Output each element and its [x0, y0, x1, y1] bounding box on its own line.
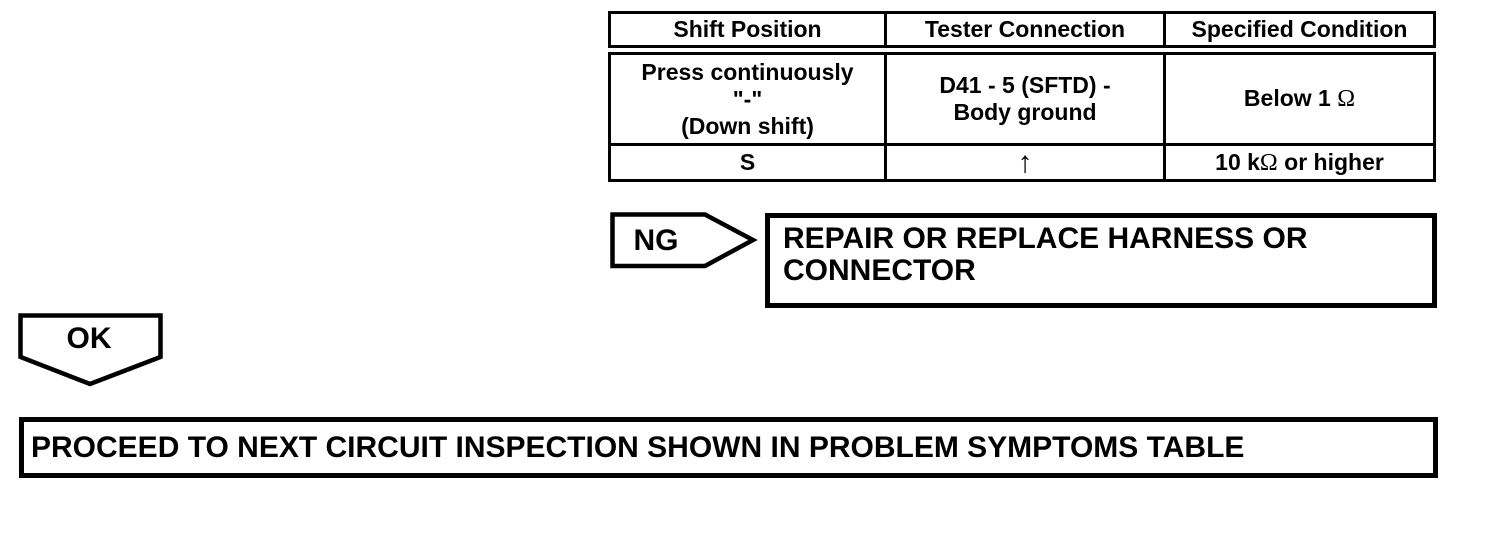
ok-action-box: PROCEED TO NEXT CIRCUIT INSPECTION SHOWN…: [19, 417, 1438, 478]
ng-action-text: REPAIR OR REPLACE HARNESS OR CONNECTOR: [783, 222, 1308, 287]
ok-flag-label: OK: [67, 322, 112, 355]
table-header-row: Shift Position Tester Connection Specifi…: [608, 11, 1436, 55]
table-row: Press continuously "-" (Down shift) D41 …: [608, 48, 1436, 146]
omega-symbol: Ω: [1259, 149, 1278, 176]
column-header-tester-connection: Tester Connection: [884, 11, 1166, 55]
condition-text: 10 k: [1215, 148, 1260, 175]
omega-symbol: Ω: [1337, 86, 1356, 112]
ng-action-box: REPAIR OR REPLACE HARNESS OR CONNECTOR: [765, 213, 1437, 308]
column-header-shift-position: Shift Position: [608, 11, 887, 55]
condition-text: or higher: [1277, 148, 1384, 175]
cell-shift-position: S: [608, 143, 887, 182]
ng-pentagon-shape: [610, 212, 758, 269]
inspection-spec-table: Shift Position Tester Connection Specifi…: [608, 11, 1436, 182]
cell-specified-condition: Below 1 Ω: [1163, 48, 1436, 146]
condition-text: Below 1: [1243, 85, 1338, 111]
ng-flag: NG: [610, 212, 758, 269]
cell-tester-connection: D41 - 5 (SFTD) - Body ground: [884, 48, 1166, 146]
ok-action-text: PROCEED TO NEXT CIRCUIT INSPECTION SHOWN…: [31, 430, 1245, 464]
cell-shift-position: Press continuously "-" (Down shift): [608, 48, 887, 146]
ok-flag: OK: [18, 313, 163, 387]
ng-flag-label: NG: [634, 224, 679, 257]
table-row: S ↑ 10 kΩ or higher: [608, 143, 1436, 182]
cell-tester-connection: ↑: [884, 143, 1166, 182]
column-header-specified-condition: Specified Condition: [1163, 11, 1436, 55]
cell-specified-condition: 10 kΩ or higher: [1163, 143, 1436, 182]
up-arrow-symbol: ↑: [1017, 145, 1033, 179]
ok-pentagon-shape: [18, 313, 163, 387]
